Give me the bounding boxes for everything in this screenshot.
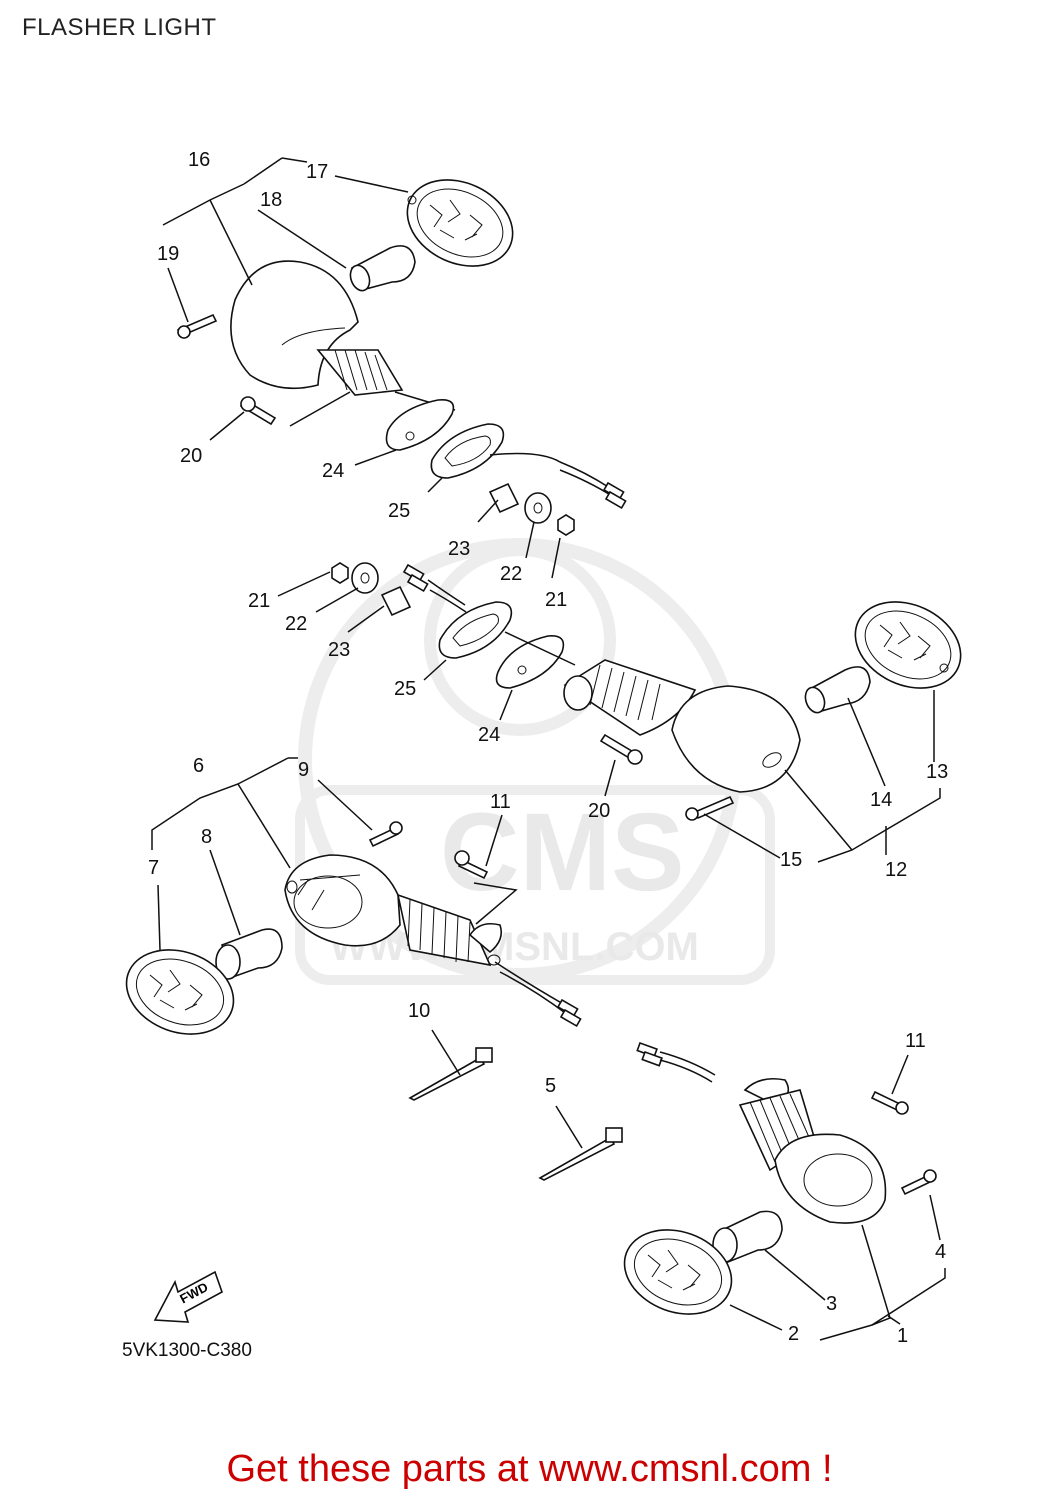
- callout-22-upper: 22: [500, 563, 522, 585]
- callout-15: 15: [780, 849, 802, 871]
- page-title: FLASHER LIGHT: [22, 14, 217, 41]
- callout-14: 14: [870, 789, 892, 811]
- callout-5: 5: [545, 1075, 556, 1097]
- callout-9: 9: [298, 759, 309, 781]
- callout-6: 6: [193, 755, 204, 777]
- watermark-cms-text: CMS: [440, 791, 684, 914]
- callout-16: 16: [188, 149, 210, 171]
- callout-24-middle: 24: [478, 724, 500, 746]
- flasher-assembly-left: [125, 821, 582, 1035]
- callout-23-upper: 23: [448, 538, 470, 560]
- callout-17: 17: [306, 161, 328, 183]
- callout-18: 18: [260, 189, 282, 211]
- callout-3: 3: [826, 1293, 837, 1315]
- callout-24-upper: 24: [322, 460, 344, 482]
- flasher-assembly-upper: [176, 179, 627, 536]
- callout-2: 2: [788, 1323, 799, 1345]
- footer-link[interactable]: Get these parts at www.cmsnl.com !: [226, 1448, 833, 1490]
- callout-22-middle: 22: [285, 613, 307, 635]
- callout-20-middle: 20: [588, 800, 610, 822]
- callout-11-right: 11: [905, 1030, 926, 1052]
- callout-13: 13: [926, 761, 948, 783]
- callout-25-upper: 25: [388, 500, 410, 522]
- callout-4: 4: [935, 1241, 946, 1263]
- callout-1: 1: [897, 1325, 908, 1347]
- callout-11-left: 11: [490, 791, 511, 813]
- callout-19: 19: [157, 243, 179, 265]
- flasher-assembly-lower-right: [623, 1041, 937, 1315]
- callout-12: 12: [885, 859, 907, 881]
- callout-leader-lines: [151, 157, 946, 1341]
- cable-ties: [408, 1047, 623, 1181]
- diagram-part-code: 5VK1300-C380: [122, 1340, 252, 1361]
- callout-21-upper: 21: [545, 589, 567, 611]
- flasher-assembly-middle: [331, 562, 962, 821]
- callout-21-middle: 21: [248, 590, 270, 612]
- fwd-arrow-icon: FWD: [153, 1270, 223, 1323]
- callout-10: 10: [408, 1000, 430, 1022]
- callout-8: 8: [201, 826, 212, 848]
- callout-numbers: 16 17 18 19 20 24 25 23 22 21 21 22 23 2…: [148, 149, 948, 1347]
- callout-25-middle: 25: [394, 678, 416, 700]
- callout-20-upper: 20: [180, 445, 202, 467]
- callout-23-middle: 23: [328, 639, 350, 661]
- callout-7: 7: [148, 857, 159, 879]
